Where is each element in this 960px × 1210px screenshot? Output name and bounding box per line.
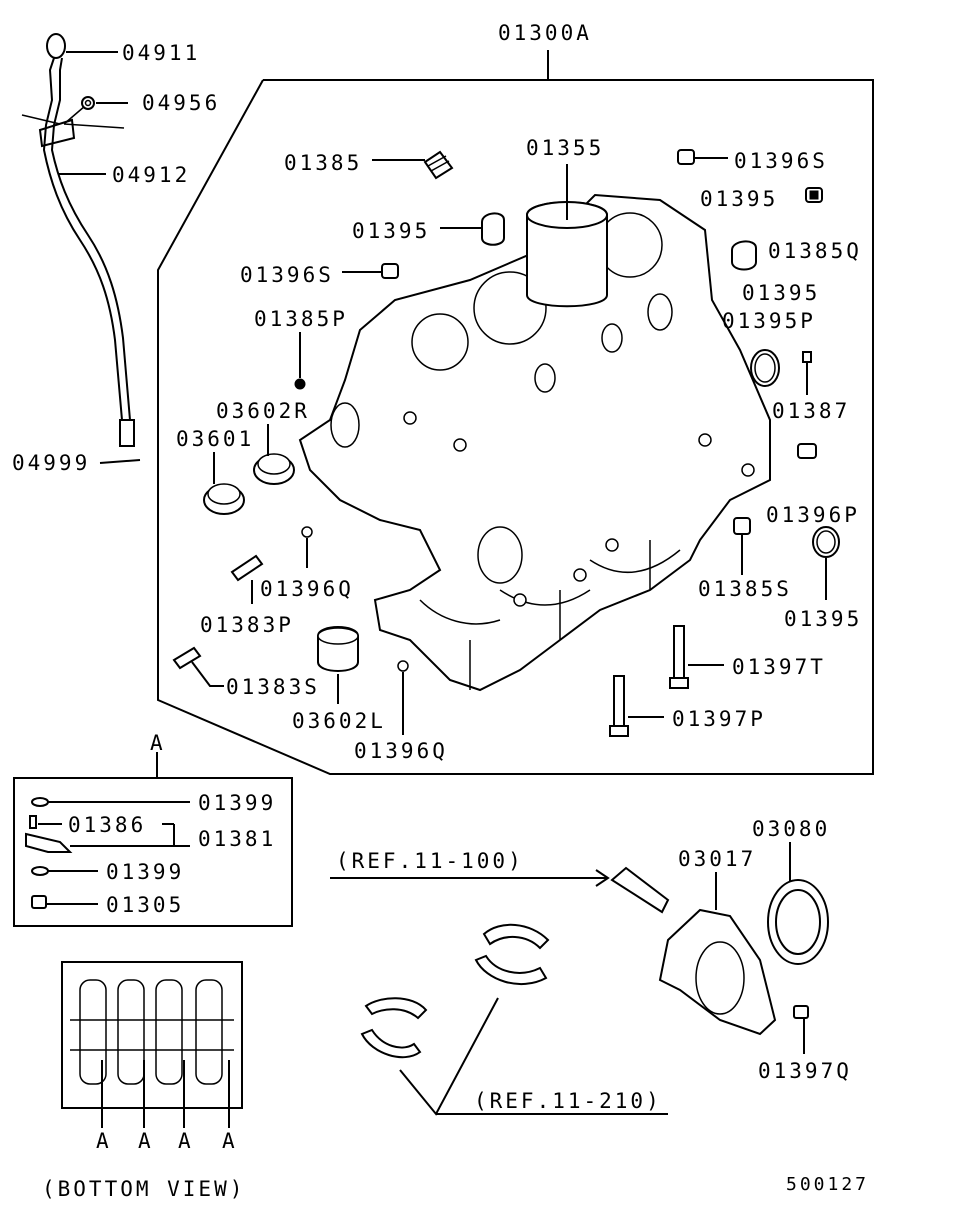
cylinder-block: [298, 193, 771, 692]
label-01399-bottom: 01399: [106, 860, 184, 884]
label-bottom-a4: A: [222, 1129, 238, 1153]
bolt-01397p: [609, 675, 664, 737]
cap-01395-low: [812, 526, 840, 600]
label-01395p: 01395P: [722, 309, 816, 333]
labels: 01300A 04911 04956 04912 04999 01385 013…: [12, 21, 869, 1201]
plug-01385q: [805, 187, 823, 203]
label-03602l: 03602L: [292, 709, 386, 733]
label-bottom-a2: A: [138, 1129, 154, 1153]
label-01397p: 01397P: [672, 707, 766, 731]
label-03080: 03080: [752, 817, 830, 841]
label-01396s-left: 01396S: [240, 263, 334, 287]
label-04956: 04956: [142, 91, 220, 115]
label-04912: 04912: [112, 163, 190, 187]
label-04911: 04911: [122, 41, 200, 65]
label-diagram-number: 500127: [786, 1174, 869, 1195]
label-01396q-lower: 01396Q: [354, 739, 448, 763]
loose-parts: [172, 149, 840, 737]
label-03602r: 03602R: [216, 399, 310, 423]
label-01300a: 01300A: [498, 21, 592, 45]
label-01305: 01305: [106, 893, 184, 917]
ring-01395p: [750, 349, 780, 387]
pin-01396p: [797, 443, 817, 459]
label-01385q: 01385Q: [768, 239, 862, 263]
label-bottom-a1: A: [96, 1129, 112, 1153]
cap-01395-right: [731, 240, 757, 271]
label-03017: 03017: [678, 847, 756, 871]
label-01385p: 01385P: [254, 307, 348, 331]
label-01397q: 01397Q: [758, 1059, 852, 1083]
label-01381: 01381: [198, 827, 276, 851]
label-01387: 01387: [772, 399, 850, 423]
bushing-03602l: [317, 626, 359, 704]
label-01383s: 01383S: [226, 675, 320, 699]
cap-01395-top: [440, 212, 505, 246]
plug-01385s: [733, 517, 751, 575]
dipstick-assembly: [21, 33, 141, 464]
bolt-01397t: [669, 625, 724, 689]
label-01399-top: 01399: [198, 791, 276, 815]
stud-01383s: [172, 646, 224, 687]
plug-01385p: [294, 332, 306, 390]
pin-01396q-lower: [397, 660, 409, 735]
main-frame: [157, 50, 874, 775]
cap-01396s-right: [677, 149, 728, 165]
label-01395-rear: 01395: [742, 281, 820, 305]
label-01395-right: 01395: [700, 187, 778, 211]
label-detail-a: A: [150, 731, 166, 755]
stud-01383p: [230, 554, 264, 604]
label-01355: 01355: [526, 136, 604, 160]
pin-01396q-upper: [301, 526, 313, 568]
label-01396q-upper: 01396Q: [260, 577, 354, 601]
label-01383p: 01383P: [200, 613, 294, 637]
label-03601: 03601: [176, 427, 254, 451]
bottom-view: [61, 961, 243, 1128]
label-bottom-a3: A: [178, 1129, 194, 1153]
label-01396p: 01396P: [766, 503, 860, 527]
pin-01387: [802, 351, 812, 395]
label-01397t: 01397T: [732, 655, 826, 679]
label-ref-11-100: (REF.11-100): [336, 849, 524, 873]
label-bottom-view: (BOTTOM VIEW): [42, 1177, 245, 1201]
rear-seal-group: [330, 842, 829, 1054]
bushing-03602r: [253, 424, 295, 485]
main-bearings: [360, 923, 668, 1116]
label-01395-low: 01395: [784, 607, 862, 631]
label-01395-top: 01395: [352, 219, 430, 243]
label-ref-11-210: (REF.11-210): [474, 1089, 662, 1113]
label-01396s-right: 01396S: [734, 149, 828, 173]
plug-01385: [372, 150, 454, 180]
cap-01396s-left: [342, 263, 399, 279]
label-01385: 01385: [284, 151, 362, 175]
detail-a-box: [13, 752, 293, 927]
label-01385s: 01385S: [698, 577, 792, 601]
label-01386: 01386: [68, 813, 146, 837]
bushing-03601: [203, 452, 245, 515]
label-04999: 04999: [12, 451, 90, 475]
